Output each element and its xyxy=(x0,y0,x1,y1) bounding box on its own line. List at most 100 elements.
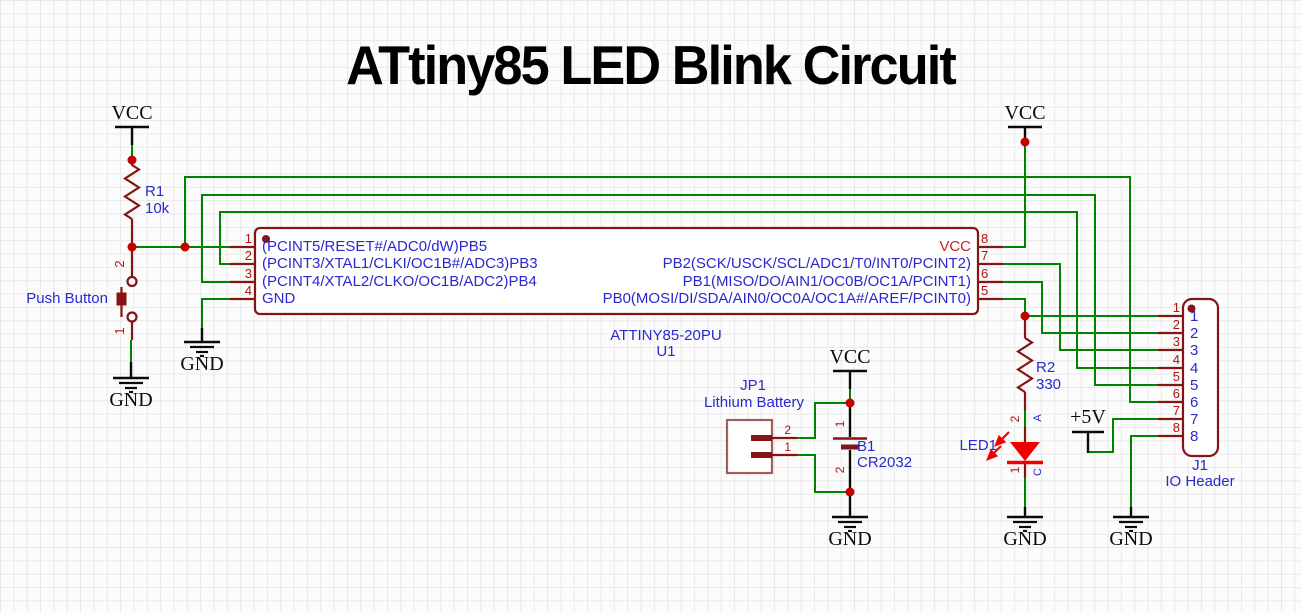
r1-ref: R1 xyxy=(145,183,165,200)
gnd-label-ic: GND xyxy=(180,353,224,375)
u1-pin-name-pb5: (PCINT5/RESET#/ADC0/dW)PB5 xyxy=(262,238,488,255)
wire-pb2-to-j1-pin3 xyxy=(1003,263,1158,351)
wire-j1-pin8-to-gnd xyxy=(1130,435,1158,507)
u1-pin-number: 5 xyxy=(981,283,989,298)
wire-battery-plus-to-jp1 xyxy=(797,402,850,439)
u1-pin-name-vcc: VCC xyxy=(939,238,971,255)
gnd-symbol-ic[interactable] xyxy=(184,340,220,358)
wire-ic-gnd xyxy=(201,298,230,328)
schematic-title: ATtiny85 LED Blink Circuit xyxy=(346,34,957,96)
j1-pin-number: 2 xyxy=(1172,317,1180,332)
j1-pin-name: 2 xyxy=(1190,325,1199,342)
u1-pin-number: 3 xyxy=(244,266,252,281)
plus5v-symbol[interactable] xyxy=(1072,430,1104,453)
plus5v-label: +5V xyxy=(1070,406,1106,428)
junction-dot xyxy=(845,398,855,408)
junction-dot xyxy=(127,242,137,252)
j1-pin-number: 7 xyxy=(1172,403,1180,418)
j1-pin-name: 3 xyxy=(1190,342,1199,359)
gnd-label-battery: GND xyxy=(828,528,872,550)
led1-cathode-name: C xyxy=(1032,468,1044,476)
wire-pb3-to-j1-pin4 xyxy=(219,211,1158,369)
jp1-pin2-number: 2 xyxy=(784,423,791,437)
u1-pin-name-pb3: (PCINT3/XTAL1/CLKI/OC1B#/ADC3)PB3 xyxy=(262,255,538,272)
j1-pin-number: 4 xyxy=(1172,352,1180,367)
junction-dot xyxy=(845,487,855,497)
j1-pin-number: 1 xyxy=(1172,300,1180,315)
gnd-symbol-battery[interactable] xyxy=(832,515,868,533)
vcc-symbol-battery[interactable] xyxy=(833,369,867,389)
junction-dots-group xyxy=(127,137,1030,497)
gnd-symbol-j1[interactable] xyxy=(1113,515,1149,533)
r1-value: 10k xyxy=(145,200,170,217)
j1-value: IO Header xyxy=(1165,473,1235,490)
gnd-label-j1: GND xyxy=(1109,528,1153,550)
u1-pin-number: 2 xyxy=(244,248,252,263)
j1-ref: J1 xyxy=(1192,457,1208,474)
led-symbol[interactable] xyxy=(986,427,1043,478)
wire-5v-to-j1-pin7 xyxy=(1088,418,1158,453)
u1-pin-name-gnd: GND xyxy=(262,290,296,307)
wire-vcc-to-pin8 xyxy=(1003,144,1026,248)
j1-pin-number: 5 xyxy=(1172,369,1180,384)
jp1-connector-symbol[interactable] xyxy=(725,418,797,475)
power-symbols-group xyxy=(115,125,1133,517)
push-button-label: Push Button xyxy=(26,290,108,307)
j1-pin-name: 4 xyxy=(1190,360,1199,377)
u1-pin-name-pb1: PB1(MISO/DO/AIN1/OC0B/OC1A/PCINT1) xyxy=(682,273,971,290)
jp1-ref: JP1 xyxy=(740,377,766,394)
junction-dot xyxy=(1020,311,1030,321)
b1-value: CR2032 xyxy=(857,454,913,471)
u1-pin-name-pb0: PB0(MOSI/DI/SDA/AIN0/OC0A/OC1A#/AREF/PCI… xyxy=(602,290,971,307)
junction-dot xyxy=(127,155,137,165)
j1-pin-name: 6 xyxy=(1190,394,1199,411)
u1-pin-number: 1 xyxy=(244,231,252,246)
j1-pin-name: 5 xyxy=(1190,377,1199,394)
b1-ref: B1 xyxy=(857,438,876,455)
j1-pin-name: 8 xyxy=(1190,428,1199,445)
vcc-label-left: VCC xyxy=(111,102,153,124)
u1-pin-number: 6 xyxy=(981,266,989,281)
led1-anode-name: A xyxy=(1032,414,1044,422)
b1-pin2-number: 2 xyxy=(833,466,847,474)
gnd-symbol-led[interactable] xyxy=(1007,515,1043,533)
pin1-marker-dot xyxy=(1187,304,1196,313)
b1-battery-symbol[interactable] xyxy=(833,437,867,450)
u1-ref: U1 xyxy=(656,343,676,360)
wire-pb1-to-j1-pin2 xyxy=(1003,281,1158,334)
u1-ic-symbol[interactable] xyxy=(230,226,1003,316)
j1-pin-number: 3 xyxy=(1172,334,1180,349)
jp1-value: Lithium Battery xyxy=(703,394,805,411)
gnd-symbol-button[interactable] xyxy=(113,376,149,394)
jp1-pin1-number: 1 xyxy=(784,440,791,454)
push-button-symbol[interactable] xyxy=(116,247,138,340)
u1-pin-number: 7 xyxy=(981,248,989,263)
u1-pin-name-pb4: (PCINT4/XTAL2/CLKO/OC1B/ADC2)PB4 xyxy=(262,273,537,290)
u1-pin-number: 8 xyxy=(981,231,989,246)
r1-resistor-symbol[interactable] xyxy=(122,160,142,247)
r2-value: 330 xyxy=(1036,376,1062,393)
j1-pin-name: 1 xyxy=(1190,308,1199,325)
wire-group xyxy=(130,144,1158,507)
led1-anode-number: 2 xyxy=(1008,415,1022,423)
wire-reset-to-j1-pin6 xyxy=(184,176,1158,403)
junction-dot xyxy=(180,242,190,252)
u1-pin-name-pb2: PB2(SCK/USCK/SCL/ADC1/T0/INT0/PCINT2) xyxy=(662,255,971,272)
j1-pin-name: 7 xyxy=(1190,411,1199,428)
gnd-symbols-group xyxy=(113,340,1149,533)
j1-header-symbol[interactable] xyxy=(1158,297,1220,458)
led-emission-arrows xyxy=(986,431,1010,461)
pin1-marker-dot xyxy=(262,235,270,243)
push-button-pin1-number: 1 xyxy=(112,327,127,335)
vcc-symbol-left[interactable] xyxy=(115,125,149,145)
u1-pin-number: 4 xyxy=(244,283,252,298)
j1-pin-number: 8 xyxy=(1172,420,1180,435)
b1-pin1-number: 1 xyxy=(833,420,847,428)
r2-ref: R2 xyxy=(1036,359,1056,376)
gnd-label-button: GND xyxy=(109,389,153,411)
j1-pin-number: 6 xyxy=(1172,386,1180,401)
u1-value: ATTINY85-20PU xyxy=(610,327,722,344)
r2-resistor-symbol[interactable] xyxy=(1015,316,1035,410)
